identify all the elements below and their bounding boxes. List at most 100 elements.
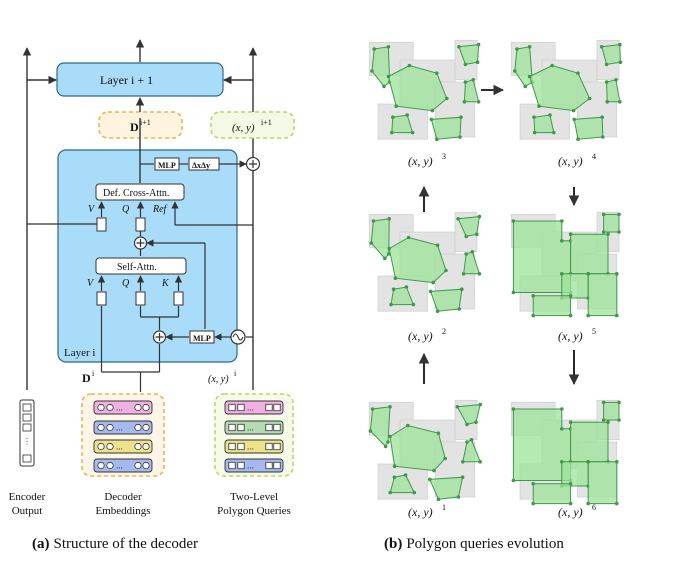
polygon-vertex — [368, 429, 373, 433]
polygon-vertex — [460, 475, 465, 480]
polygon-vertex — [388, 405, 392, 409]
emb-ellipsis: ... — [116, 442, 123, 452]
k-label-bottom: K — [161, 278, 170, 289]
floorplan-panel-6: (x, y)6 — [510, 399, 621, 519]
polygon-vertex — [571, 108, 576, 113]
v-proj-top — [96, 217, 107, 232]
xy-next-label: (x, y) — [232, 122, 255, 134]
polygon-vertex — [618, 100, 622, 104]
polygon-vertex — [471, 78, 476, 82]
room-polygon — [603, 401, 620, 421]
emb-token — [106, 423, 114, 432]
polygon-vertex — [586, 501, 590, 506]
q-label-bottom: Q — [122, 278, 130, 289]
self-attn-box — [95, 257, 187, 275]
query-token — [237, 442, 245, 451]
polygon-vertex — [601, 400, 606, 405]
panel-label-4: (x, y) — [558, 154, 583, 168]
polygon-vertex — [531, 501, 535, 506]
polygon-vertex — [428, 477, 432, 482]
polygon-vertex — [600, 115, 604, 119]
self-attn-label: Self-Attn. — [117, 262, 157, 273]
room-polygon — [370, 218, 390, 260]
query-token — [237, 403, 245, 412]
emb-token — [97, 403, 105, 412]
query-token — [228, 442, 236, 451]
query-token — [273, 403, 281, 412]
polygon-vertex — [465, 440, 469, 444]
polygon-vertex — [391, 115, 395, 119]
polygon-vertex — [390, 130, 394, 135]
decoder-structure-panel: Layer i + 1 D i+1 (x, y) i+1 Layer i MLP… — [9, 39, 295, 552]
polygon-vertex — [560, 460, 564, 464]
polygon-vertex — [393, 276, 398, 281]
polygon-vertex — [560, 219, 564, 223]
polygon-vertex — [531, 313, 535, 318]
polygon-vertex — [457, 307, 462, 311]
emb-token — [142, 461, 150, 470]
polygon-vertex — [606, 420, 610, 425]
caption-a: (a)Structure of the decoder — [32, 536, 198, 552]
xy-next-sup: i+1 — [261, 118, 272, 127]
xy-next-box — [210, 111, 295, 139]
layer-i-label: Layer i — [64, 347, 95, 359]
polygon-vertex — [531, 294, 535, 298]
polygon-vertex — [428, 289, 433, 294]
polygon-vertex — [615, 501, 619, 506]
layer-next-box — [56, 62, 224, 97]
q-proj-top — [135, 217, 146, 232]
room-polygon — [533, 114, 555, 134]
polygon-vertex — [430, 108, 435, 113]
mlp-bottom-label: MLP — [193, 334, 211, 343]
polygon-vertex — [435, 71, 439, 75]
polygon-vertex — [615, 272, 619, 276]
floorplan-panel-3: (x, y)3 — [368, 39, 481, 168]
encoder-output-label-2: Output — [12, 505, 43, 517]
polygon-vertex — [404, 285, 409, 289]
emb-token — [142, 403, 150, 412]
room-polygon — [573, 116, 604, 140]
polygon-vertex — [388, 434, 392, 439]
polygon-vertex — [523, 84, 527, 89]
polygon-vertex — [370, 407, 375, 411]
polygon-vertex — [513, 69, 517, 73]
polygon-vertex — [511, 407, 516, 411]
query-token — [265, 403, 273, 412]
room-polygon — [561, 273, 589, 299]
polygon-vertex — [618, 60, 623, 64]
polygon-vertex — [429, 117, 434, 122]
query-token — [265, 461, 273, 470]
polygon-vertex — [568, 482, 573, 486]
polygon-vertex — [465, 422, 469, 427]
query-ellipsis: ... — [247, 403, 254, 413]
emb-token — [134, 442, 142, 451]
polygon-vertex — [372, 47, 377, 51]
polygon-vertex — [476, 42, 481, 47]
emb-token — [142, 442, 150, 451]
polygon-vertex — [386, 74, 391, 79]
emb-token — [106, 442, 114, 451]
query-ellipsis: ... — [247, 423, 254, 433]
room-polygon — [430, 116, 462, 140]
d-i-label: D — [82, 371, 91, 385]
polygon-vertex — [435, 309, 440, 314]
polygon-queries-box — [214, 393, 294, 477]
emb-ellipsis: ... — [116, 423, 123, 433]
polygon-vertex — [369, 241, 374, 245]
polygon-vertex — [568, 313, 573, 318]
room-polygon — [570, 421, 609, 463]
query-token — [273, 423, 281, 432]
emb-token — [134, 423, 142, 432]
d-next-sup: i+1 — [140, 118, 151, 127]
polygon-vertex — [370, 69, 374, 73]
polygon-vertex — [412, 490, 417, 495]
panel-label-6: (x, y) — [558, 505, 583, 519]
polygon-vertex — [411, 302, 416, 307]
emb-token — [97, 461, 105, 470]
emb-token — [142, 423, 150, 432]
polygon-vertex — [552, 130, 556, 135]
polygon-vertex — [515, 47, 519, 51]
query-ellipsis: ... — [247, 442, 254, 452]
polygon-queries-label-1: Two-Level — [230, 491, 278, 503]
